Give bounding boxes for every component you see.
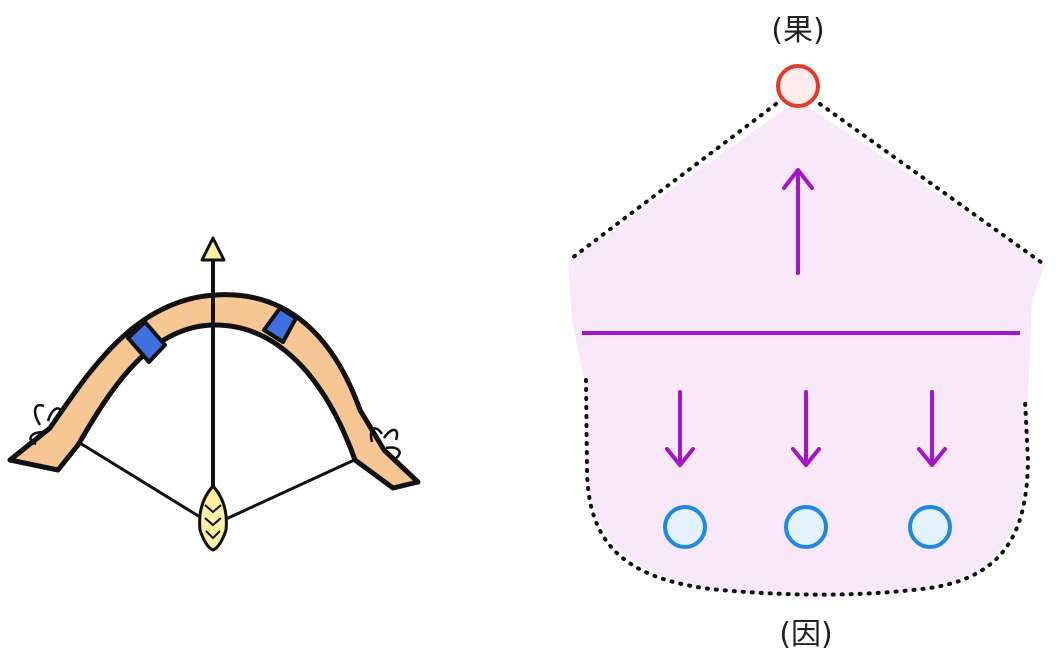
roof-dotted-lines (570, 102, 1047, 267)
down-arrow-2 (791, 390, 821, 467)
down-arrow-1 (665, 390, 695, 467)
cause-node-3 (908, 505, 952, 549)
bow-and-arrow-icon (7, 236, 421, 552)
cause-effect-diagram: (果) (因) (568, 13, 1047, 652)
effect-label: (果) (771, 13, 824, 48)
cause-node-2 (784, 505, 828, 549)
bow-string (61, 430, 377, 527)
cause-label: (因) (779, 617, 832, 652)
bow-grip-left (126, 320, 167, 364)
bow-ties (29, 403, 401, 459)
cause-node-1 (663, 505, 707, 549)
shaded-region (568, 100, 1045, 597)
bow-grip-right (262, 306, 298, 344)
arrowhead (200, 236, 226, 262)
bottom-dotted-curve (584, 378, 1031, 597)
up-arrow (782, 168, 814, 275)
effect-node (776, 64, 820, 108)
down-arrow-3 (917, 390, 947, 467)
arrow-fletching (198, 484, 228, 552)
